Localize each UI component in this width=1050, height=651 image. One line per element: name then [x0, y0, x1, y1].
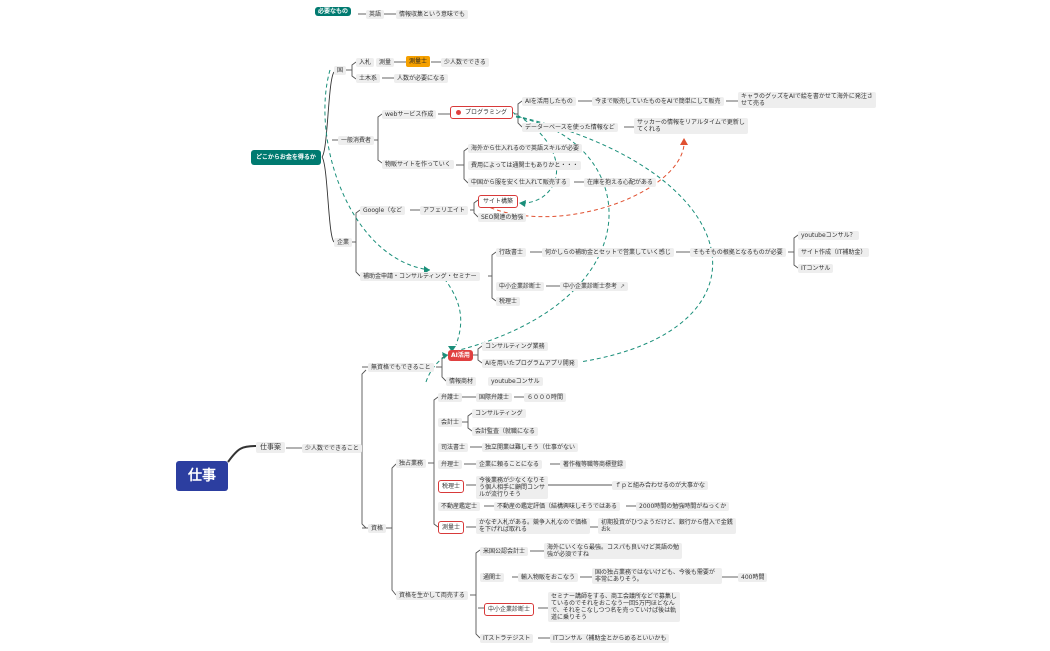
us-cpa-node[interactable]: 米国公認会計士: [480, 547, 529, 556]
use-cert-node[interactable]: 資格を生かして両売する: [396, 591, 468, 600]
need-cert-node[interactable]: そもそもの根拠となるものが必要: [690, 248, 786, 257]
subsidy-node[interactable]: 補助金申請・コンサルティング・セミナー: [360, 272, 480, 281]
web-service-node[interactable]: webサービス作成: [382, 110, 437, 119]
patent-node[interactable]: 弁理士: [438, 460, 463, 469]
cpa-node[interactable]: 会計士: [438, 418, 463, 427]
ai-easy-node[interactable]: 今まで販売していたものをAIで簡単にして販売: [592, 97, 724, 106]
sme-note-node[interactable]: セミナー講師をする、商工会議所などで募集しているのでそれをおこなう一回5万円ほど…: [548, 592, 680, 622]
surveyor-cost-node[interactable]: 初期投資がひつようだけど、銀行から借入で金銭おk: [598, 518, 736, 534]
small-ok-node[interactable]: 少人数でできる: [441, 58, 489, 67]
youtube-q-node[interactable]: youtubeコンサル？: [798, 231, 859, 240]
sme-node[interactable]: 中小企業診断士: [496, 282, 545, 291]
customs-b-node[interactable]: 通関士: [480, 573, 505, 582]
customs-note2-node[interactable]: 国の独占業務ではないけども、今後も需要が非常にありそう。: [592, 568, 722, 584]
external-link-icon[interactable]: ↗: [620, 283, 626, 290]
judicial-node[interactable]: 司法書士: [438, 443, 469, 452]
surveyor-note-node[interactable]: かなぞ入札がある。競争入札なので価格を下げれば取れる: [476, 518, 590, 534]
gyosei-node[interactable]: 行政書士: [496, 248, 527, 257]
exclusive-node[interactable]: 独占業務: [396, 459, 427, 468]
solo-sub-node[interactable]: 少人数でできること: [302, 444, 362, 453]
customs-node[interactable]: 費用によっては通関士もありかと・・・: [468, 161, 582, 170]
ai-app-node[interactable]: AI活用: [448, 350, 473, 361]
surveyor-b-node[interactable]: 測量士: [438, 521, 465, 534]
red-dot-icon: [456, 110, 461, 115]
civil-node[interactable]: 土木系: [356, 74, 381, 83]
chara-node[interactable]: キャラのグッズをAIで絵を書かせて海外に発注させて売る: [738, 92, 876, 108]
sme-ref-node[interactable]: 中小企業診断士参考↗: [560, 282, 629, 291]
tax-b-node[interactable]: 税理士: [438, 480, 465, 493]
youtube-consul-node[interactable]: youtubeコンサル: [488, 377, 543, 386]
intl-lawyer-node[interactable]: 国際弁護士: [476, 393, 513, 402]
site-it-node[interactable]: サイト作成（IT補助金）: [798, 248, 870, 257]
programming-node[interactable]: プログラミング: [450, 106, 514, 119]
fp-node[interactable]: ｆｐと組み合わせるのが大事かな: [612, 481, 709, 490]
soccer-node[interactable]: サッカーの情報をリアルタイムで更新してくれる: [634, 118, 748, 134]
ai-use-node[interactable]: AIを活用したもの: [522, 97, 576, 106]
hours-400-node[interactable]: 400時間: [738, 573, 768, 582]
programming-label: プログラミング: [465, 109, 508, 116]
consumers-node[interactable]: 一般消費者: [338, 136, 375, 145]
it-strategist-node[interactable]: ITストラテジスト: [480, 634, 534, 643]
tax-note-node[interactable]: 今後業務が少なくなりそう個人相手に顧問コンサルが流行りそう: [476, 476, 548, 499]
patent-note-node[interactable]: 企業に頼ることになる: [476, 460, 543, 469]
ec-site-node[interactable]: 物販サイトを作っていく: [382, 160, 454, 169]
overseas-buy-node[interactable]: 海外から仕入れるので英語スキルが必要: [468, 144, 583, 153]
surveyor-a-node[interactable]: 測量士: [406, 56, 431, 67]
subsidy-set-node[interactable]: 何かしらの補助金とセットで営業していく感じ: [542, 248, 674, 257]
it-consul-node[interactable]: ITコンサル: [798, 264, 834, 273]
us-cpa-note-node[interactable]: 海外にいくなら最強。コスパも良いけど英語の勉強が必須ですね: [544, 543, 682, 559]
info-product-node[interactable]: 情報商材: [446, 377, 477, 386]
it-strat-note-node[interactable]: ITコンサル（補助金とからめるといいかも: [550, 634, 670, 643]
root-node[interactable]: 仕事: [176, 461, 228, 491]
many-needed-node[interactable]: 人数が必要になる: [394, 74, 449, 83]
info-gather-node[interactable]: 情報収集という意味でも: [396, 10, 469, 19]
consulting-job-node[interactable]: コンサルティング業務: [482, 342, 548, 351]
affiliate-node[interactable]: アフェリエイト: [420, 206, 469, 215]
country-node[interactable]: 国: [334, 66, 347, 75]
re-hours-node[interactable]: 2000時間の勉強時間がねっくか: [636, 502, 730, 511]
ai-prog-node[interactable]: AIを用いたプログラムアプリ開発: [482, 359, 578, 368]
cert-node[interactable]: 資格: [368, 524, 387, 533]
seo-node[interactable]: SEO関連の勉強: [478, 213, 527, 222]
bid-node[interactable]: 入札: [356, 58, 375, 67]
patent-reg-node[interactable]: 著作権等職等商標登録: [560, 460, 627, 469]
audit-node[interactable]: 会計監査（就職になる: [472, 427, 539, 436]
how-to-earn-node[interactable]: どこからお金を得るか: [251, 150, 321, 165]
db-info-node[interactable]: データーベースを使った情報など: [522, 123, 618, 132]
google-node[interactable]: Google（など: [360, 206, 406, 215]
customs-note-node[interactable]: 輸入物販をおこなう: [518, 573, 579, 582]
site-build-node[interactable]: サイト構築: [478, 195, 519, 208]
survey-node[interactable]: 測量: [376, 58, 395, 67]
top-note-title[interactable]: 必要なもの: [315, 7, 352, 16]
lawyer-node[interactable]: 弁護士: [438, 393, 463, 402]
cpa-consult-node[interactable]: コンサルティング: [472, 409, 526, 418]
hours-6000-node[interactable]: ６０００時間: [524, 393, 567, 402]
company-node[interactable]: 企業: [334, 238, 353, 247]
english-node[interactable]: 英語: [366, 10, 385, 19]
sme-ref-label: 中小企業診断士参考: [563, 283, 618, 290]
sme-b-node[interactable]: 中小企業診断士: [484, 603, 535, 616]
no-cert-node[interactable]: 無資格でもできること: [368, 363, 434, 372]
judicial-note-node[interactable]: 独立開業は難しそう（仕事がない: [482, 443, 579, 452]
tax-a-node[interactable]: 税理士: [496, 297, 521, 306]
stock-risk-node[interactable]: 在庫を抱える心配がある: [584, 178, 656, 187]
real-estate-node[interactable]: 不動産鑑定士: [438, 502, 481, 511]
china-node[interactable]: 中国から服を安く仕入れて販売する: [468, 178, 570, 187]
solo-node[interactable]: 仕事案: [256, 442, 285, 453]
re-note-node[interactable]: 不動産の鑑定評価（結構興味しそうではある: [494, 502, 621, 511]
